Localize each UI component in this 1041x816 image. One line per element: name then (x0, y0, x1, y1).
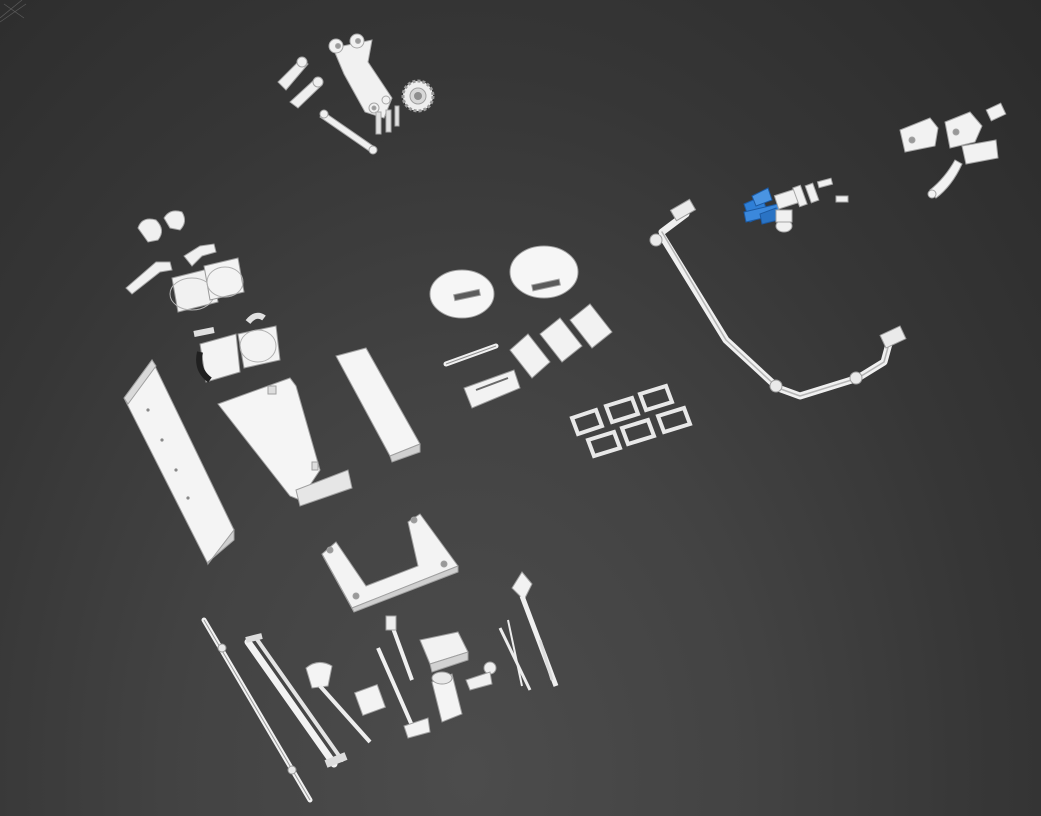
servo-horn-left[interactable] (277, 56, 309, 91)
servo-horn-right[interactable] (289, 76, 324, 109)
square-clips[interactable] (569, 383, 693, 459)
rail-joints (649, 198, 907, 393)
axe-tool[interactable] (511, 571, 559, 687)
cap-blocks[interactable] (463, 303, 613, 409)
box-and-cylinders[interactable] (419, 631, 497, 723)
blue-selected-parts[interactable] (743, 187, 781, 225)
rail-frame[interactable] (658, 210, 894, 400)
cylinder-sleeves[interactable] (169, 257, 281, 383)
shovel-tool[interactable] (305, 662, 387, 744)
gear-plate-assembly[interactable] (328, 33, 400, 135)
small-tools[interactable] (376, 615, 532, 739)
long-side-panel[interactable] (123, 359, 235, 566)
angled-center-panel[interactable] (217, 377, 353, 507)
spur-gear[interactable] (401, 79, 435, 113)
narrow-side-panel[interactable] (335, 347, 421, 463)
elbow-pieces[interactable] (125, 210, 217, 295)
grid-corner (0, 0, 27, 23)
ladder-rail[interactable] (244, 633, 348, 768)
pin-rod[interactable] (443, 343, 499, 367)
clip-set[interactable] (773, 177, 849, 233)
disc-lids[interactable] (429, 245, 579, 319)
bracket-assembly[interactable] (899, 102, 1007, 199)
tool-rod[interactable] (201, 617, 313, 803)
u-frame-base[interactable] (321, 513, 459, 613)
link-arm[interactable] (319, 109, 378, 155)
